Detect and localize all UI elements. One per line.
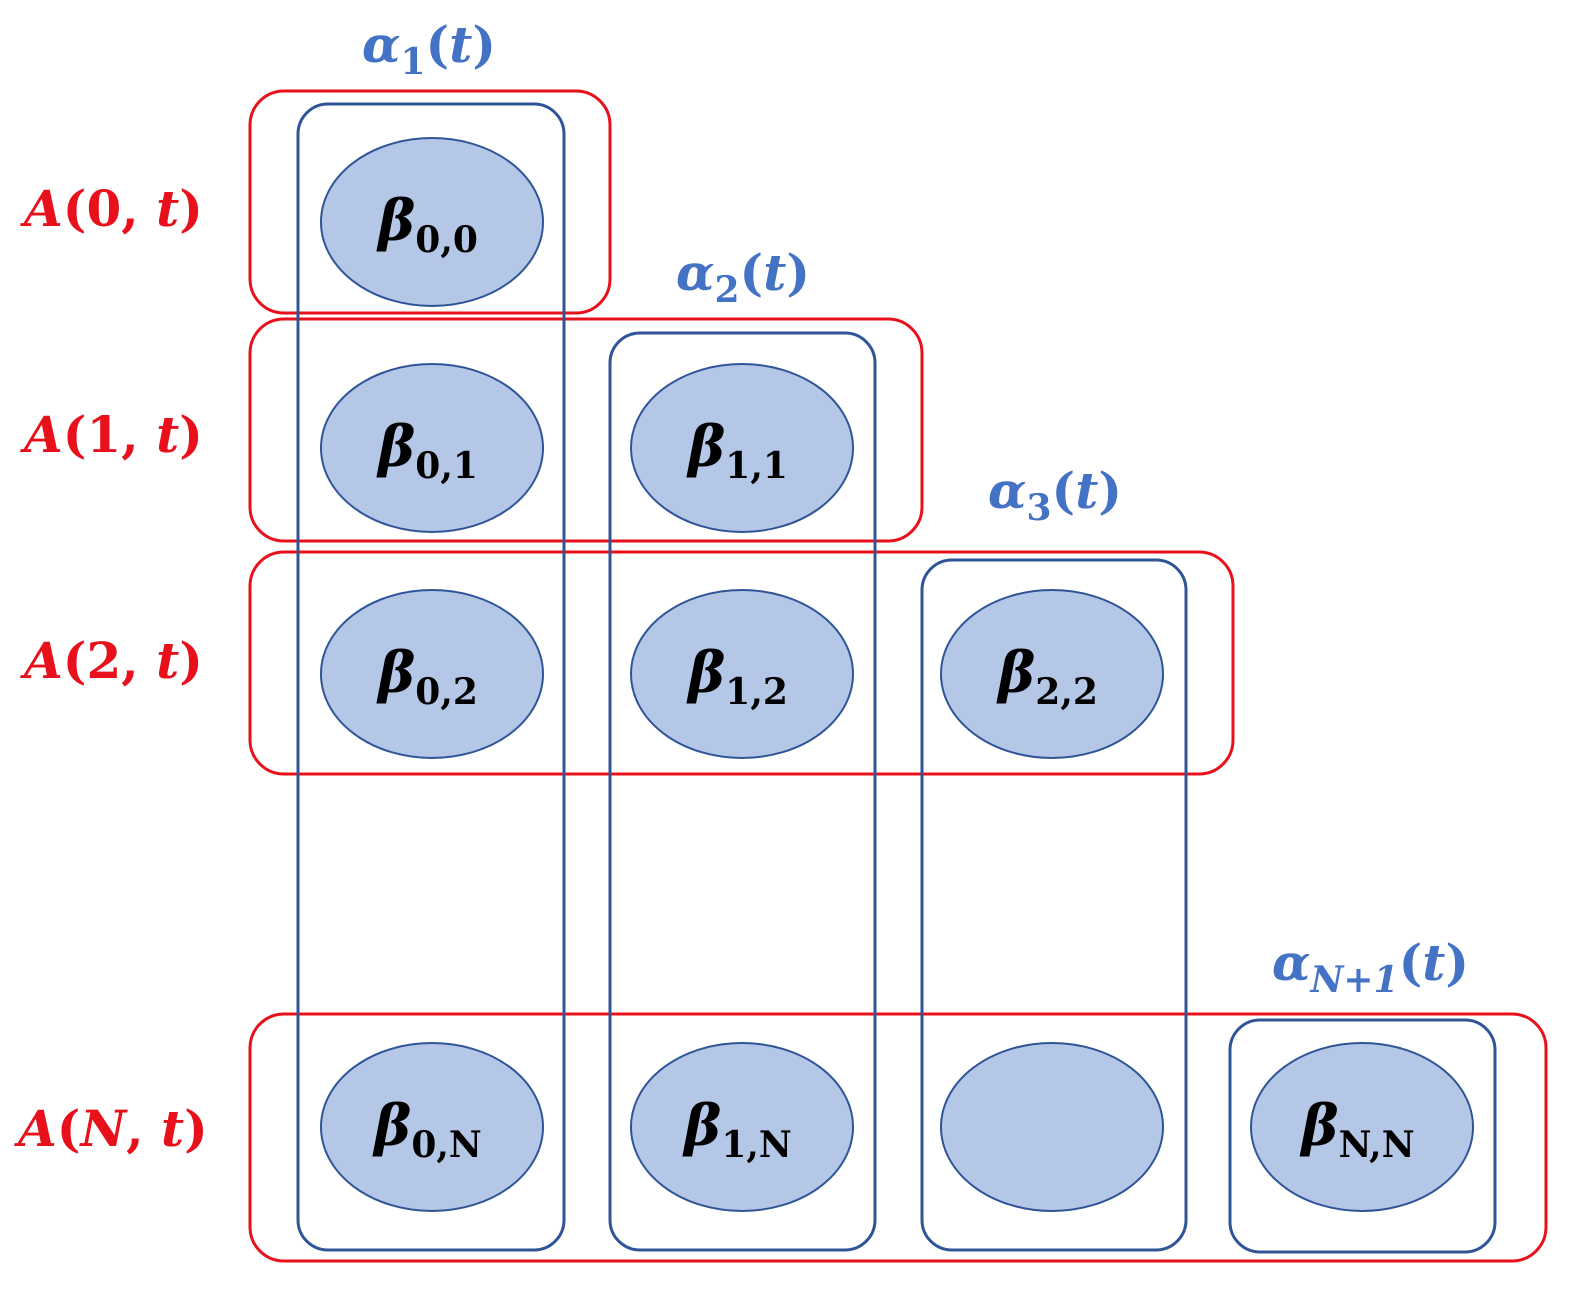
row-label-name: A xyxy=(20,405,63,464)
row-box-A2 xyxy=(248,550,1235,776)
node-symbol: β xyxy=(686,640,725,706)
row-box-AN xyxy=(248,1012,1548,1263)
column-label: α3(t) xyxy=(988,461,1122,529)
row-box-A0 xyxy=(248,89,612,315)
node-subscript: N,N xyxy=(1339,1124,1415,1166)
row-box-A1 xyxy=(248,317,924,543)
node-symbol: β xyxy=(1299,1093,1338,1159)
row-label-var: t xyxy=(161,1099,184,1158)
row-label: A(1, t) xyxy=(20,405,203,464)
column-label-subscript: 1 xyxy=(400,41,425,83)
row-label: A(N, t) xyxy=(14,1099,208,1158)
column-label: α2(t) xyxy=(676,243,810,311)
node-ellipse xyxy=(320,589,544,759)
node-symbol: β xyxy=(686,414,725,480)
row-label-name: A xyxy=(20,631,63,690)
node-symbol: β xyxy=(376,188,415,254)
node-subscript: 0,1 xyxy=(415,445,478,487)
column-label-subscript: N+1 xyxy=(1309,959,1398,1001)
node-ellipse xyxy=(320,137,544,307)
node: β2,2 xyxy=(940,589,1164,759)
column-label-var: t xyxy=(1422,933,1445,992)
row-label-arg: 2 xyxy=(86,631,121,690)
col-box-alpha3 xyxy=(920,558,1188,1252)
node-label: β0,2 xyxy=(376,640,478,713)
column-label-name: α xyxy=(988,461,1026,520)
node-ellipse xyxy=(630,363,854,533)
node-ellipse xyxy=(940,1042,1164,1212)
node xyxy=(940,1042,1164,1212)
column-label-var: t xyxy=(763,243,786,302)
node-subscript: 2,2 xyxy=(1035,671,1098,713)
node-symbol: β xyxy=(682,1093,721,1159)
node: β0,1 xyxy=(320,363,544,533)
column-label-name: α xyxy=(676,243,714,302)
node-label: β2,2 xyxy=(996,640,1098,713)
node-subscript: 1,1 xyxy=(725,445,788,487)
col-box-alpha1 xyxy=(296,102,566,1252)
row-label-var: t xyxy=(156,179,179,238)
column-label-name: α xyxy=(362,15,400,74)
node: β1,1 xyxy=(630,363,854,533)
node-label: β0,0 xyxy=(376,188,478,261)
node: β0,0 xyxy=(320,137,544,307)
node-symbol: β xyxy=(996,640,1035,706)
row-label: A(0, t) xyxy=(20,179,203,238)
col-box-alpha2 xyxy=(608,331,877,1252)
column-label-var: t xyxy=(1075,461,1098,520)
node-symbol: β xyxy=(376,414,415,480)
node-ellipse xyxy=(630,1042,854,1212)
column-label-var: t xyxy=(449,15,472,74)
column-label-name: α xyxy=(1272,933,1310,992)
node: β0,2 xyxy=(320,589,544,759)
row-label-arg: 0 xyxy=(86,179,121,238)
row-label-var: t xyxy=(156,631,179,690)
node-subscript: 1,2 xyxy=(725,671,788,713)
node-subscript: 0,N xyxy=(411,1124,482,1166)
node-label: β1,2 xyxy=(686,640,788,713)
node-subscript: 0,0 xyxy=(415,219,478,261)
node: β1,2 xyxy=(630,589,854,759)
row-label: A(2, t) xyxy=(20,631,203,690)
node: β0,N xyxy=(320,1042,544,1212)
node-ellipse xyxy=(940,589,1164,759)
node: βN,N xyxy=(1250,1042,1474,1212)
node-label: β1,1 xyxy=(686,414,788,487)
node-subscript: 0,2 xyxy=(415,671,478,713)
col-box-alphaN1 xyxy=(1228,1018,1497,1254)
column-label: α1(t) xyxy=(362,15,496,83)
node-ellipse xyxy=(320,1042,544,1212)
node-ellipse xyxy=(1250,1042,1474,1212)
node-ellipse xyxy=(320,363,544,533)
column-label-subscript: 2 xyxy=(714,269,739,311)
node-symbol: β xyxy=(372,1093,411,1159)
column-label: αN+1(t) xyxy=(1272,933,1469,1001)
node-label: β0,N xyxy=(372,1093,482,1166)
node-label: β1,N xyxy=(682,1093,792,1166)
row-label-name: A xyxy=(14,1099,57,1158)
node-symbol: β xyxy=(376,640,415,706)
node-subscript: 1,N xyxy=(721,1124,792,1166)
row-label-var: t xyxy=(156,405,179,464)
node-label: βN,N xyxy=(1299,1093,1414,1166)
column-label-subscript: 3 xyxy=(1026,487,1051,529)
node-ellipse xyxy=(630,589,854,759)
node: β1,N xyxy=(630,1042,854,1212)
node-label: β0,1 xyxy=(376,414,478,487)
row-label-arg: N xyxy=(78,1099,128,1158)
row-label-name: A xyxy=(20,179,63,238)
row-label-arg: 1 xyxy=(86,405,121,464)
